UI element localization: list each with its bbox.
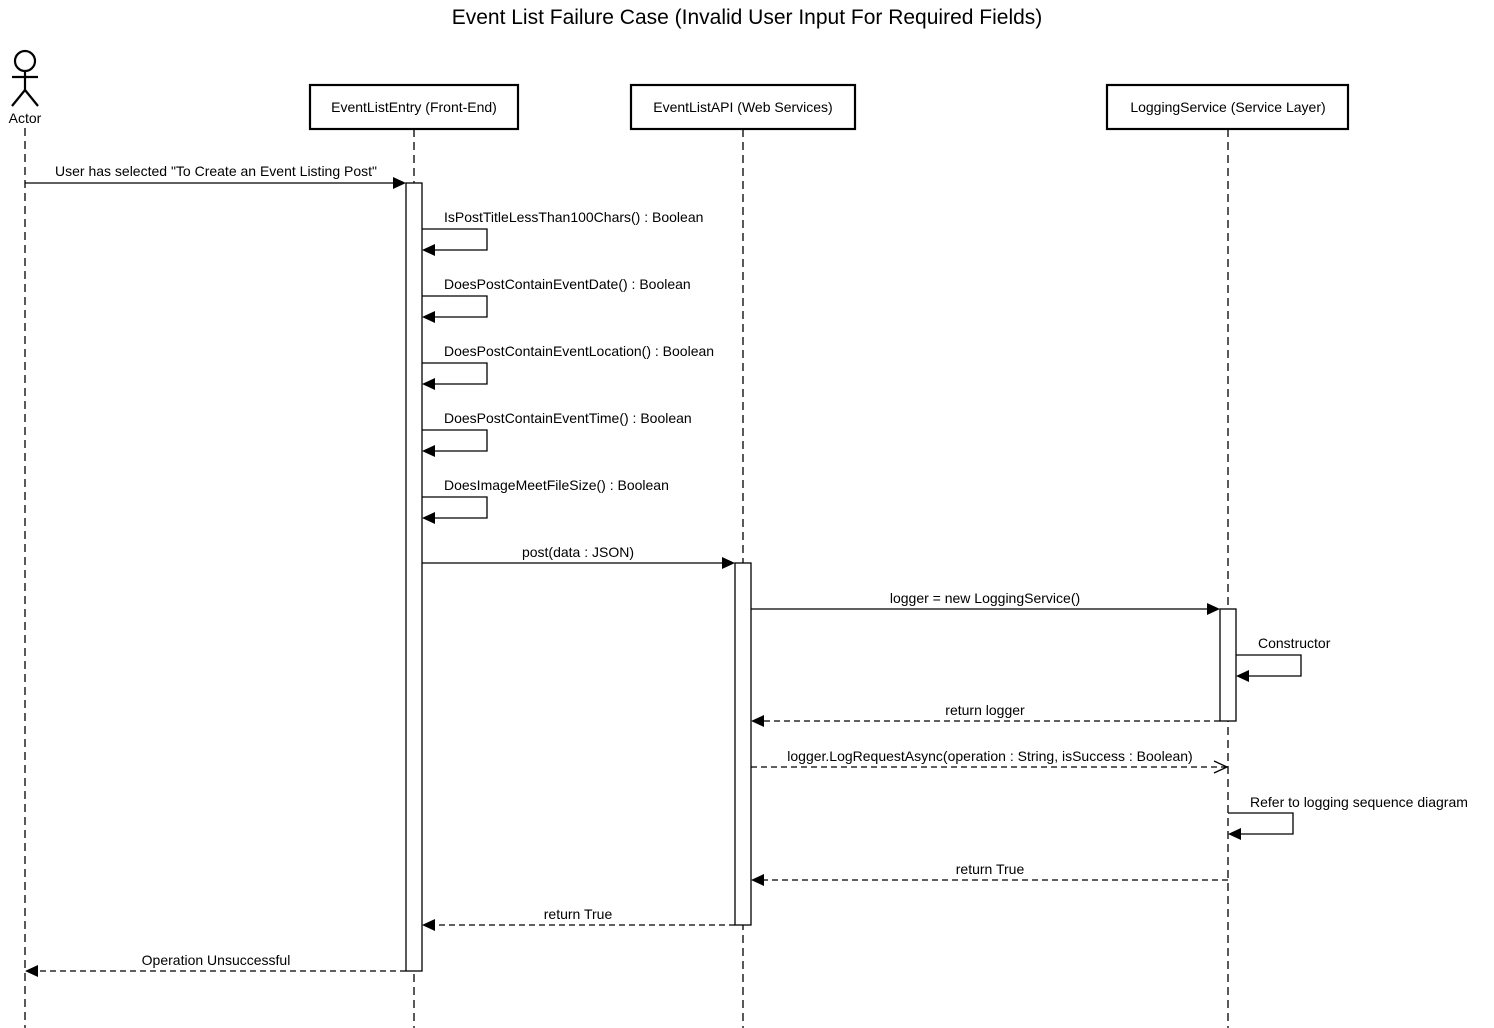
message-user-selected: User has selected "To Create an Event Li… (25, 163, 406, 189)
entry-activation-bar (405, 182, 423, 972)
diagram-title: Event List Failure Case (Invalid User In… (452, 6, 1043, 29)
message-refer-logging-sequence: Refer to logging sequence diagram (1228, 794, 1468, 840)
svg-text:Refer to logging sequence diag: Refer to logging sequence diagram (1250, 794, 1468, 810)
svg-text:return logger: return logger (945, 702, 1025, 718)
svg-text:DoesPostContainEventTime() : B: DoesPostContainEventTime() : Boolean (444, 410, 692, 426)
svg-text:IsPostTitleLessThan100Chars(): IsPostTitleLessThan100Chars() : Boolean (444, 209, 703, 225)
participant-api-box (629, 83, 857, 131)
message-does-post-contain-event-location: DoesPostContainEventLocation() : Boolean (422, 343, 714, 390)
svg-text:return True: return True (544, 906, 613, 922)
message-return-logger: return logger (751, 702, 1220, 727)
message-new-logging-service: logger = new LoggingService() (751, 590, 1220, 615)
participant-logging-label: LoggingService (Service Layer) (1130, 99, 1325, 115)
logging-activation-bar (1219, 608, 1237, 722)
actor-icon (11, 49, 39, 107)
message-return-true-logging: return True (751, 861, 1228, 886)
message-does-post-contain-event-time: DoesPostContainEventTime() : Boolean (422, 410, 692, 457)
participant-logging-box (1105, 83, 1350, 131)
message-return-true-api: return True (422, 906, 735, 931)
message-operation-unsuccessful: Operation Unsuccessful (25, 952, 406, 977)
participant-api-label: EventListAPI (Web Services) (653, 99, 832, 115)
participant-entry-label: EventListEntry (Front-End) (331, 99, 497, 115)
message-log-request-async: logger.LogRequestAsync(operation : Strin… (751, 748, 1229, 774)
svg-text:DoesPostContainEventLocation(): DoesPostContainEventLocation() : Boolean (444, 343, 714, 359)
api-activation-bar (734, 562, 752, 926)
svg-text:DoesPostContainEventDate() : B: DoesPostContainEventDate() : Boolean (444, 276, 691, 292)
svg-text:logger.LogRequestAsync(operati: logger.LogRequestAsync(operation : Strin… (787, 748, 1192, 764)
svg-text:post(data : JSON): post(data : JSON) (522, 544, 634, 560)
actor-label: Actor (9, 110, 42, 126)
participant-entry-box (308, 83, 520, 131)
message-constructor: Constructor (1236, 635, 1331, 682)
message-does-image-meet-file-size: DoesImageMeetFileSize() : Boolean (422, 477, 669, 524)
message-does-post-contain-event-date: DoesPostContainEventDate() : Boolean (422, 276, 691, 323)
svg-text:User has selected "To Create a: User has selected "To Create an Event Li… (55, 163, 377, 179)
svg-text:return True: return True (956, 861, 1025, 877)
svg-text:Constructor: Constructor (1258, 635, 1331, 651)
svg-text:DoesImageMeetFileSize() : Bool: DoesImageMeetFileSize() : Boolean (444, 477, 669, 493)
message-post-data: post(data : JSON) (422, 544, 735, 569)
svg-text:logger = new LoggingService(): logger = new LoggingService() (890, 590, 1080, 606)
svg-text:Operation Unsuccessful: Operation Unsuccessful (142, 952, 291, 968)
message-is-post-title-less-than-100-chars: IsPostTitleLessThan100Chars() : Boolean (422, 209, 703, 256)
